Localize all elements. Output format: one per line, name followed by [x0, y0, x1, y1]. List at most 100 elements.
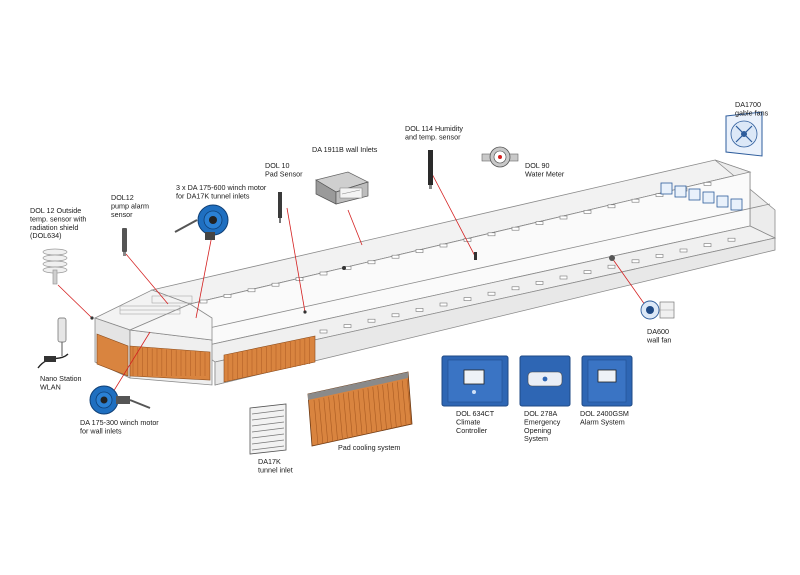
wall-inlet: [247, 288, 256, 293]
wall-inlet: [631, 259, 640, 264]
wlan-antenna-icon: [37, 317, 69, 369]
stripe: [348, 392, 353, 438]
label-line: Water Meter: [525, 169, 565, 178]
stripe: [387, 383, 392, 429]
radiation-shield-icon: [42, 248, 68, 285]
stripe: [392, 382, 397, 428]
pump-alarm-sensor-icon: [122, 228, 127, 256]
wall-fan-icon: [640, 300, 675, 320]
label-line: temp. sensor with: [30, 214, 86, 223]
label-line: Pad cooling system: [338, 443, 400, 452]
stripe: [251, 439, 285, 445]
wall-inlet-unit-icon: [315, 171, 369, 205]
label-line: DOL 278A: [524, 409, 558, 418]
label-line: and temp. sensor: [405, 132, 461, 141]
label-line: DOL 114 Humidity: [405, 124, 463, 133]
wall-inlet: [655, 193, 664, 197]
humidity-sensor-icon: [428, 150, 433, 189]
stripe: [357, 390, 363, 436]
label-line: gable fans: [735, 108, 769, 117]
label-line: DOL 634CT: [456, 409, 495, 418]
stripe: [251, 445, 285, 451]
wall-inlet: [439, 243, 448, 248]
label-line: Pad Sensor: [265, 169, 303, 178]
stripe: [323, 397, 329, 443]
wall-inlet: [703, 243, 712, 247]
wall-inlet: [535, 281, 544, 285]
wall-inlet: [655, 254, 664, 258]
wall-inlet: [367, 260, 376, 265]
label-line: sensor: [111, 210, 133, 219]
label-line: Opening: [524, 426, 551, 435]
wall-inlet: [319, 329, 328, 334]
sensor-dots: [90, 252, 615, 320]
label-line: DA600: [647, 327, 669, 336]
label-line: radiation shield: [30, 223, 78, 232]
label-pad-cooling: Pad cooling system: [338, 443, 400, 452]
stripe: [251, 421, 285, 427]
wall-inlet: [631, 198, 640, 203]
label-line: pump alarm: [111, 201, 149, 210]
label-line: for DA17K tunnel inlets: [176, 191, 250, 200]
label-line: DOL12: [111, 193, 134, 202]
label-line: System: [524, 434, 548, 443]
wall-inlet: [391, 313, 400, 318]
wall-inlet: [343, 324, 352, 328]
wall-inlet: [367, 318, 376, 323]
wall-inlets-row-near: [319, 237, 736, 334]
wall-inlet: [583, 270, 592, 274]
stripe: [372, 387, 378, 433]
emergency-opening-icon: [519, 355, 571, 407]
wall-inlet: [271, 282, 280, 287]
wall-inlet: [727, 237, 736, 242]
stripe: [362, 389, 368, 435]
wall-inlet: [679, 248, 688, 253]
wall-inlet: [391, 254, 400, 259]
wall-inlets-row: [199, 182, 712, 304]
alarm-system-icon: [581, 355, 633, 407]
label-line: Climate: [456, 417, 480, 426]
stripe: [251, 427, 285, 433]
label-line: Nano Station: [40, 374, 82, 383]
wall-inlet: [199, 299, 208, 304]
wall-inlet: [559, 275, 568, 280]
wall-inlet: [559, 215, 568, 220]
tunnel-inlet-icon: [249, 403, 287, 455]
wall-inlet: [703, 182, 712, 186]
stripe: [377, 385, 382, 431]
wall-inlet: [607, 264, 616, 269]
wall-inlet: [511, 286, 520, 291]
poultry-house-building: [93, 159, 777, 386]
left-end-inlets: [119, 295, 193, 315]
stripe: [397, 381, 402, 427]
wall-inlet: [223, 294, 232, 298]
stripe: [333, 395, 338, 441]
wall-inlet: [439, 302, 448, 307]
wall-inlet: [415, 249, 424, 253]
label-line: DOL 90: [525, 161, 550, 170]
label-line: DA1700: [735, 100, 761, 109]
label-line: DA17K: [258, 457, 281, 466]
label-line: DOL 2400GSM: [580, 409, 629, 418]
front-side-pad: [223, 335, 316, 383]
wall-winch-motor-icon: [89, 385, 151, 415]
wall-inlet: [535, 221, 544, 225]
label-line: DA 175-300 winch motor: [80, 418, 159, 427]
stripe: [313, 399, 319, 446]
gable-fan-icon: [725, 111, 763, 157]
wall-inlet: [583, 210, 592, 214]
wall-inlet: [487, 232, 496, 237]
